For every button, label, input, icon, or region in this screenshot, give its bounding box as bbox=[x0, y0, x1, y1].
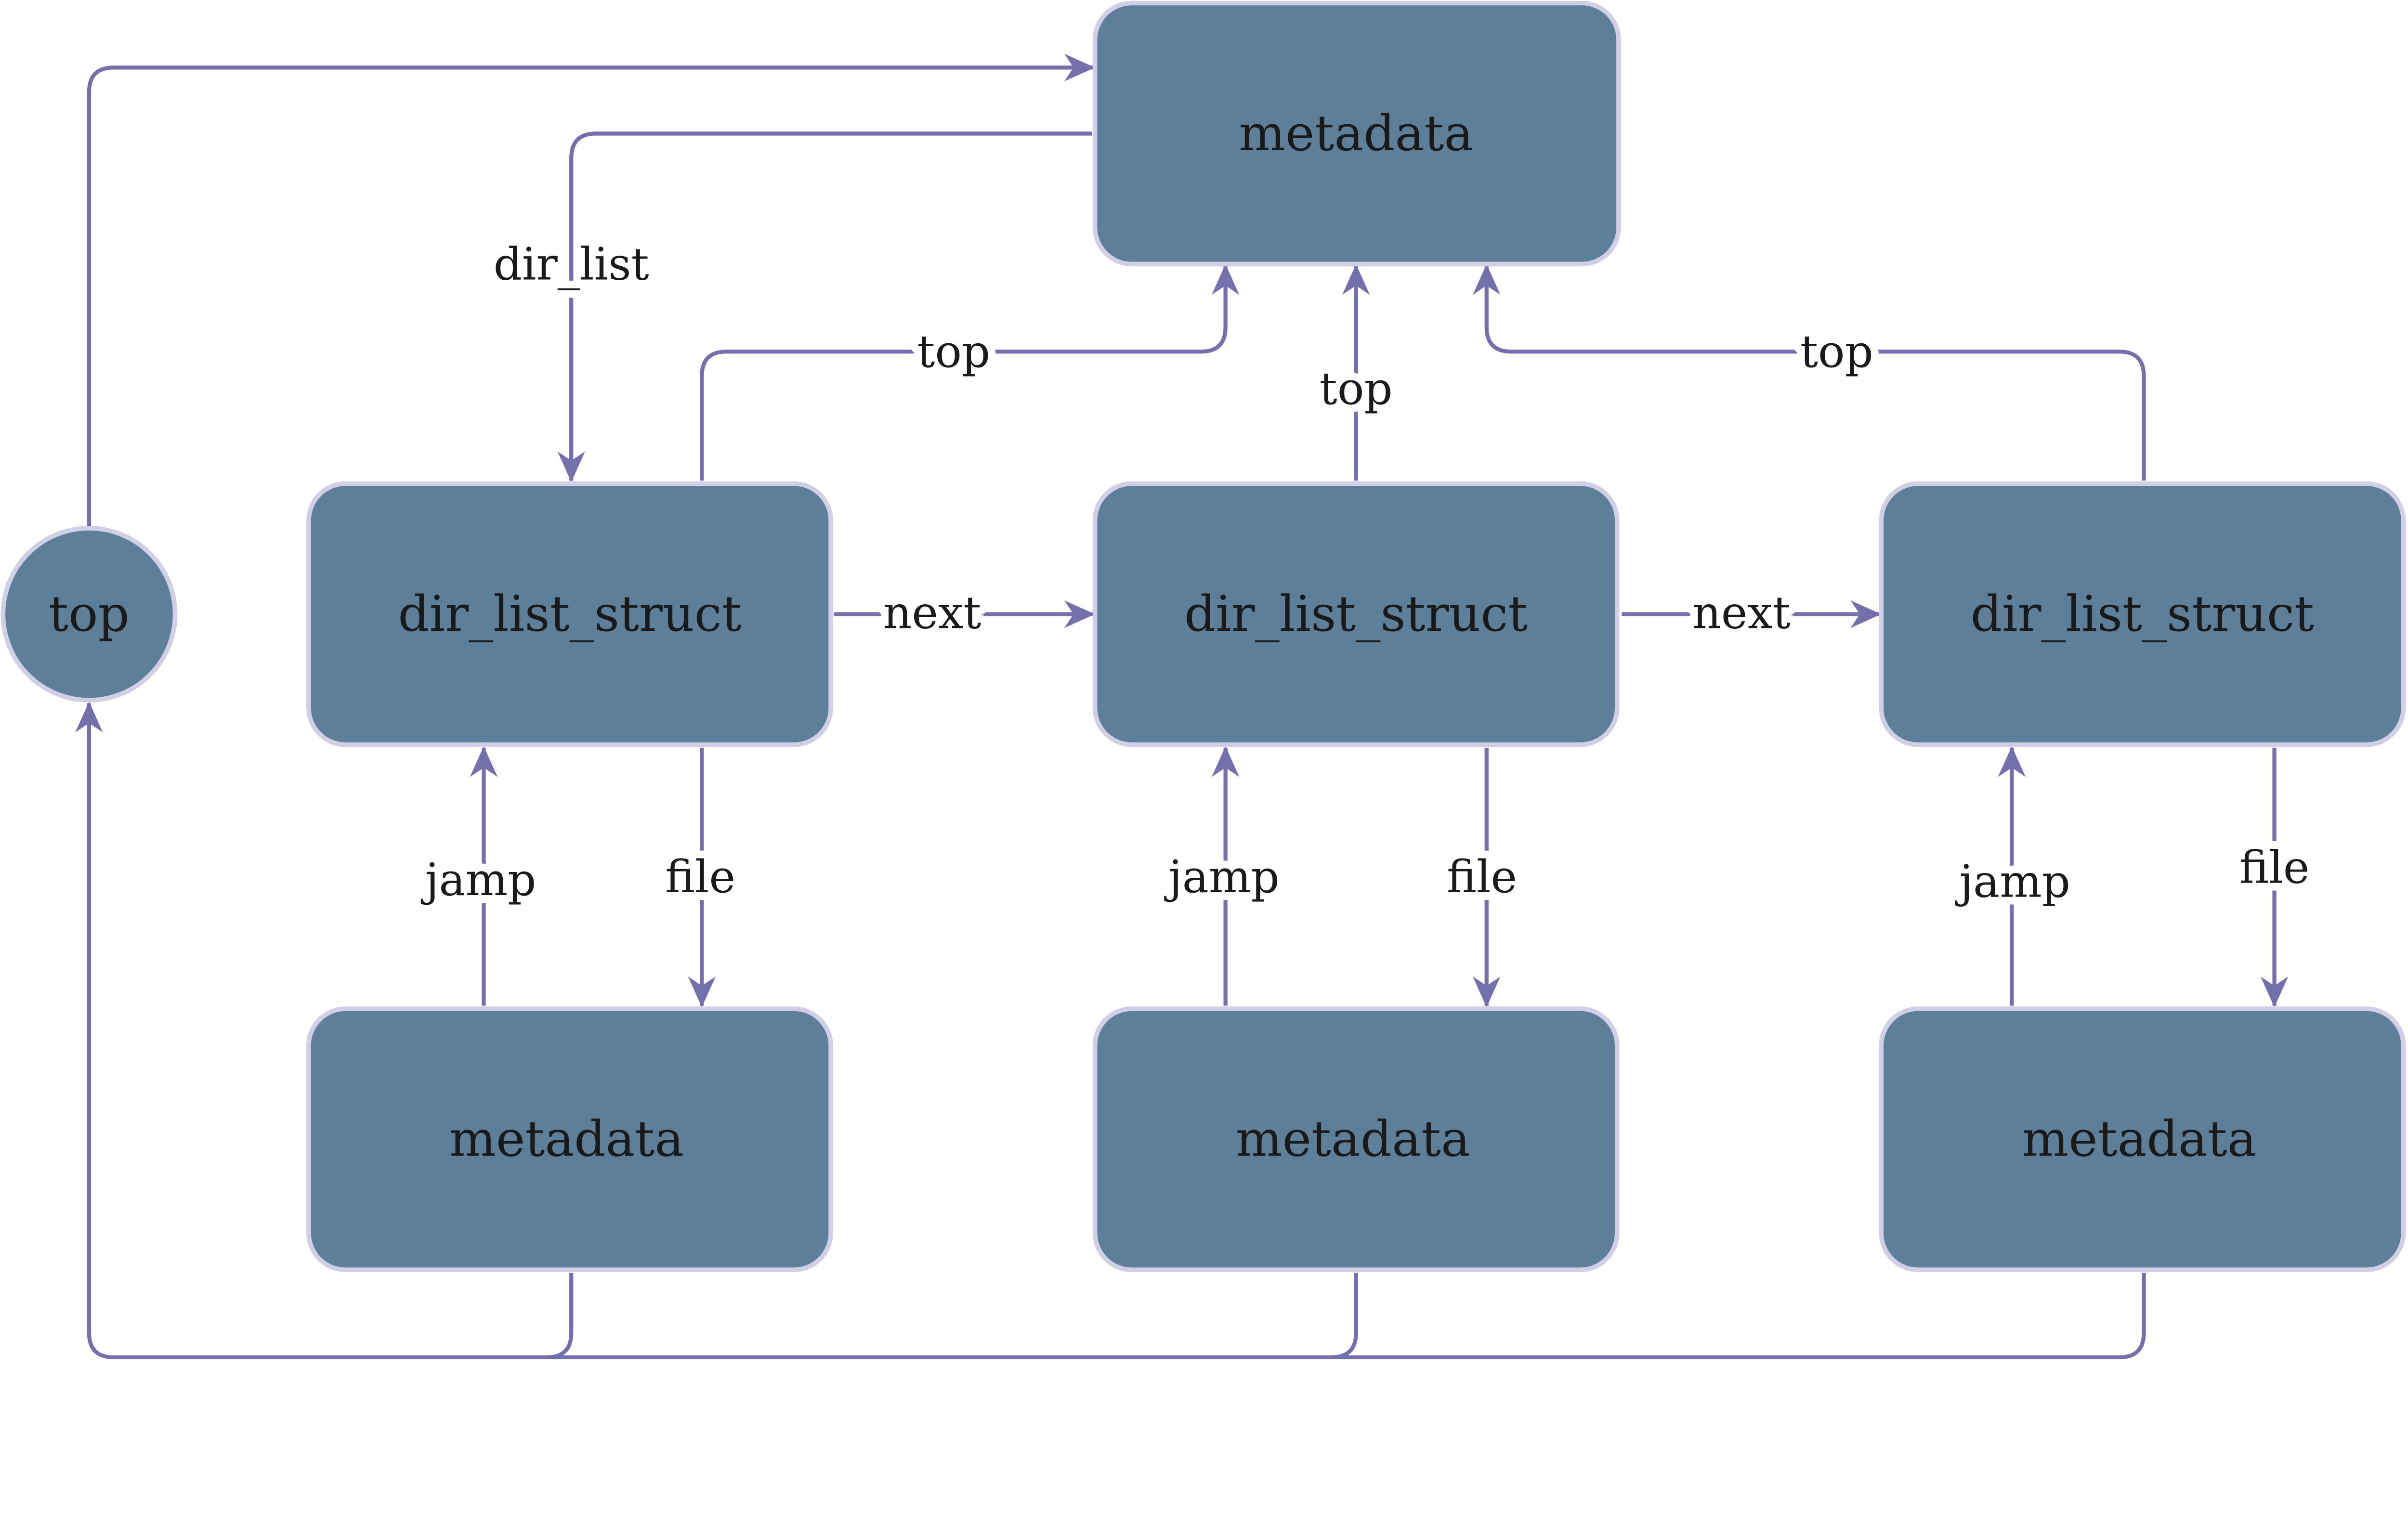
edge-label-top-3: top bbox=[1800, 325, 1873, 377]
edge-label-jamp-1: jamp bbox=[421, 854, 537, 906]
diagram: dir_list top top top next next jamp jamp… bbox=[0, 0, 2406, 1360]
edge-top-1 bbox=[700, 264, 1240, 481]
edge-dir-list bbox=[557, 131, 1092, 482]
node-dir-list-struct-2: dir_list_struct bbox=[1092, 481, 1620, 747]
node-label: metadata bbox=[449, 1111, 684, 1168]
edge-label-top-2: top bbox=[1320, 363, 1393, 415]
edge-label-file-1: file bbox=[665, 851, 735, 903]
node-metadata-2: metadata bbox=[1092, 1006, 1620, 1272]
node-metadata-1: metadata bbox=[306, 1006, 833, 1272]
edge-top-to-metadata bbox=[87, 53, 1095, 527]
node-label: dir_list_struct bbox=[1184, 586, 1528, 643]
edge-top-3 bbox=[1473, 264, 2146, 481]
node-label: metadata bbox=[1236, 1111, 1470, 1168]
node-top-metadata: metadata bbox=[1092, 0, 1621, 267]
node-dir-list-struct-1: dir_list_struct bbox=[306, 481, 833, 747]
edge-bottom-2 bbox=[547, 1273, 1358, 1360]
node-label: dir_list_struct bbox=[398, 586, 741, 643]
node-top-circle: top bbox=[0, 526, 178, 703]
edge-label-next-2: next bbox=[1692, 586, 1791, 638]
edge-label-file-3: file bbox=[2239, 842, 2310, 894]
node-metadata-3: metadata bbox=[1879, 1006, 2406, 1272]
edge-label-jamp-2: jamp bbox=[1164, 851, 1280, 903]
edge-label-jamp-3: jamp bbox=[1955, 855, 2070, 907]
node-label: metadata bbox=[1239, 105, 1473, 162]
node-label: metadata bbox=[2022, 1111, 2256, 1168]
edge-bottom-3 bbox=[1331, 1273, 2146, 1360]
node-label: top bbox=[49, 586, 130, 643]
edge-label-next-1: next bbox=[883, 586, 982, 638]
edge-bottom-return bbox=[75, 702, 574, 1360]
node-label: dir_list_struct bbox=[1971, 586, 2314, 643]
edge-label-top-1: top bbox=[917, 325, 990, 377]
node-dir-list-struct-3: dir_list_struct bbox=[1879, 481, 2406, 747]
edge-label-dir-list: dir_list bbox=[494, 238, 649, 290]
edge-label-file-2: file bbox=[1447, 851, 1517, 903]
